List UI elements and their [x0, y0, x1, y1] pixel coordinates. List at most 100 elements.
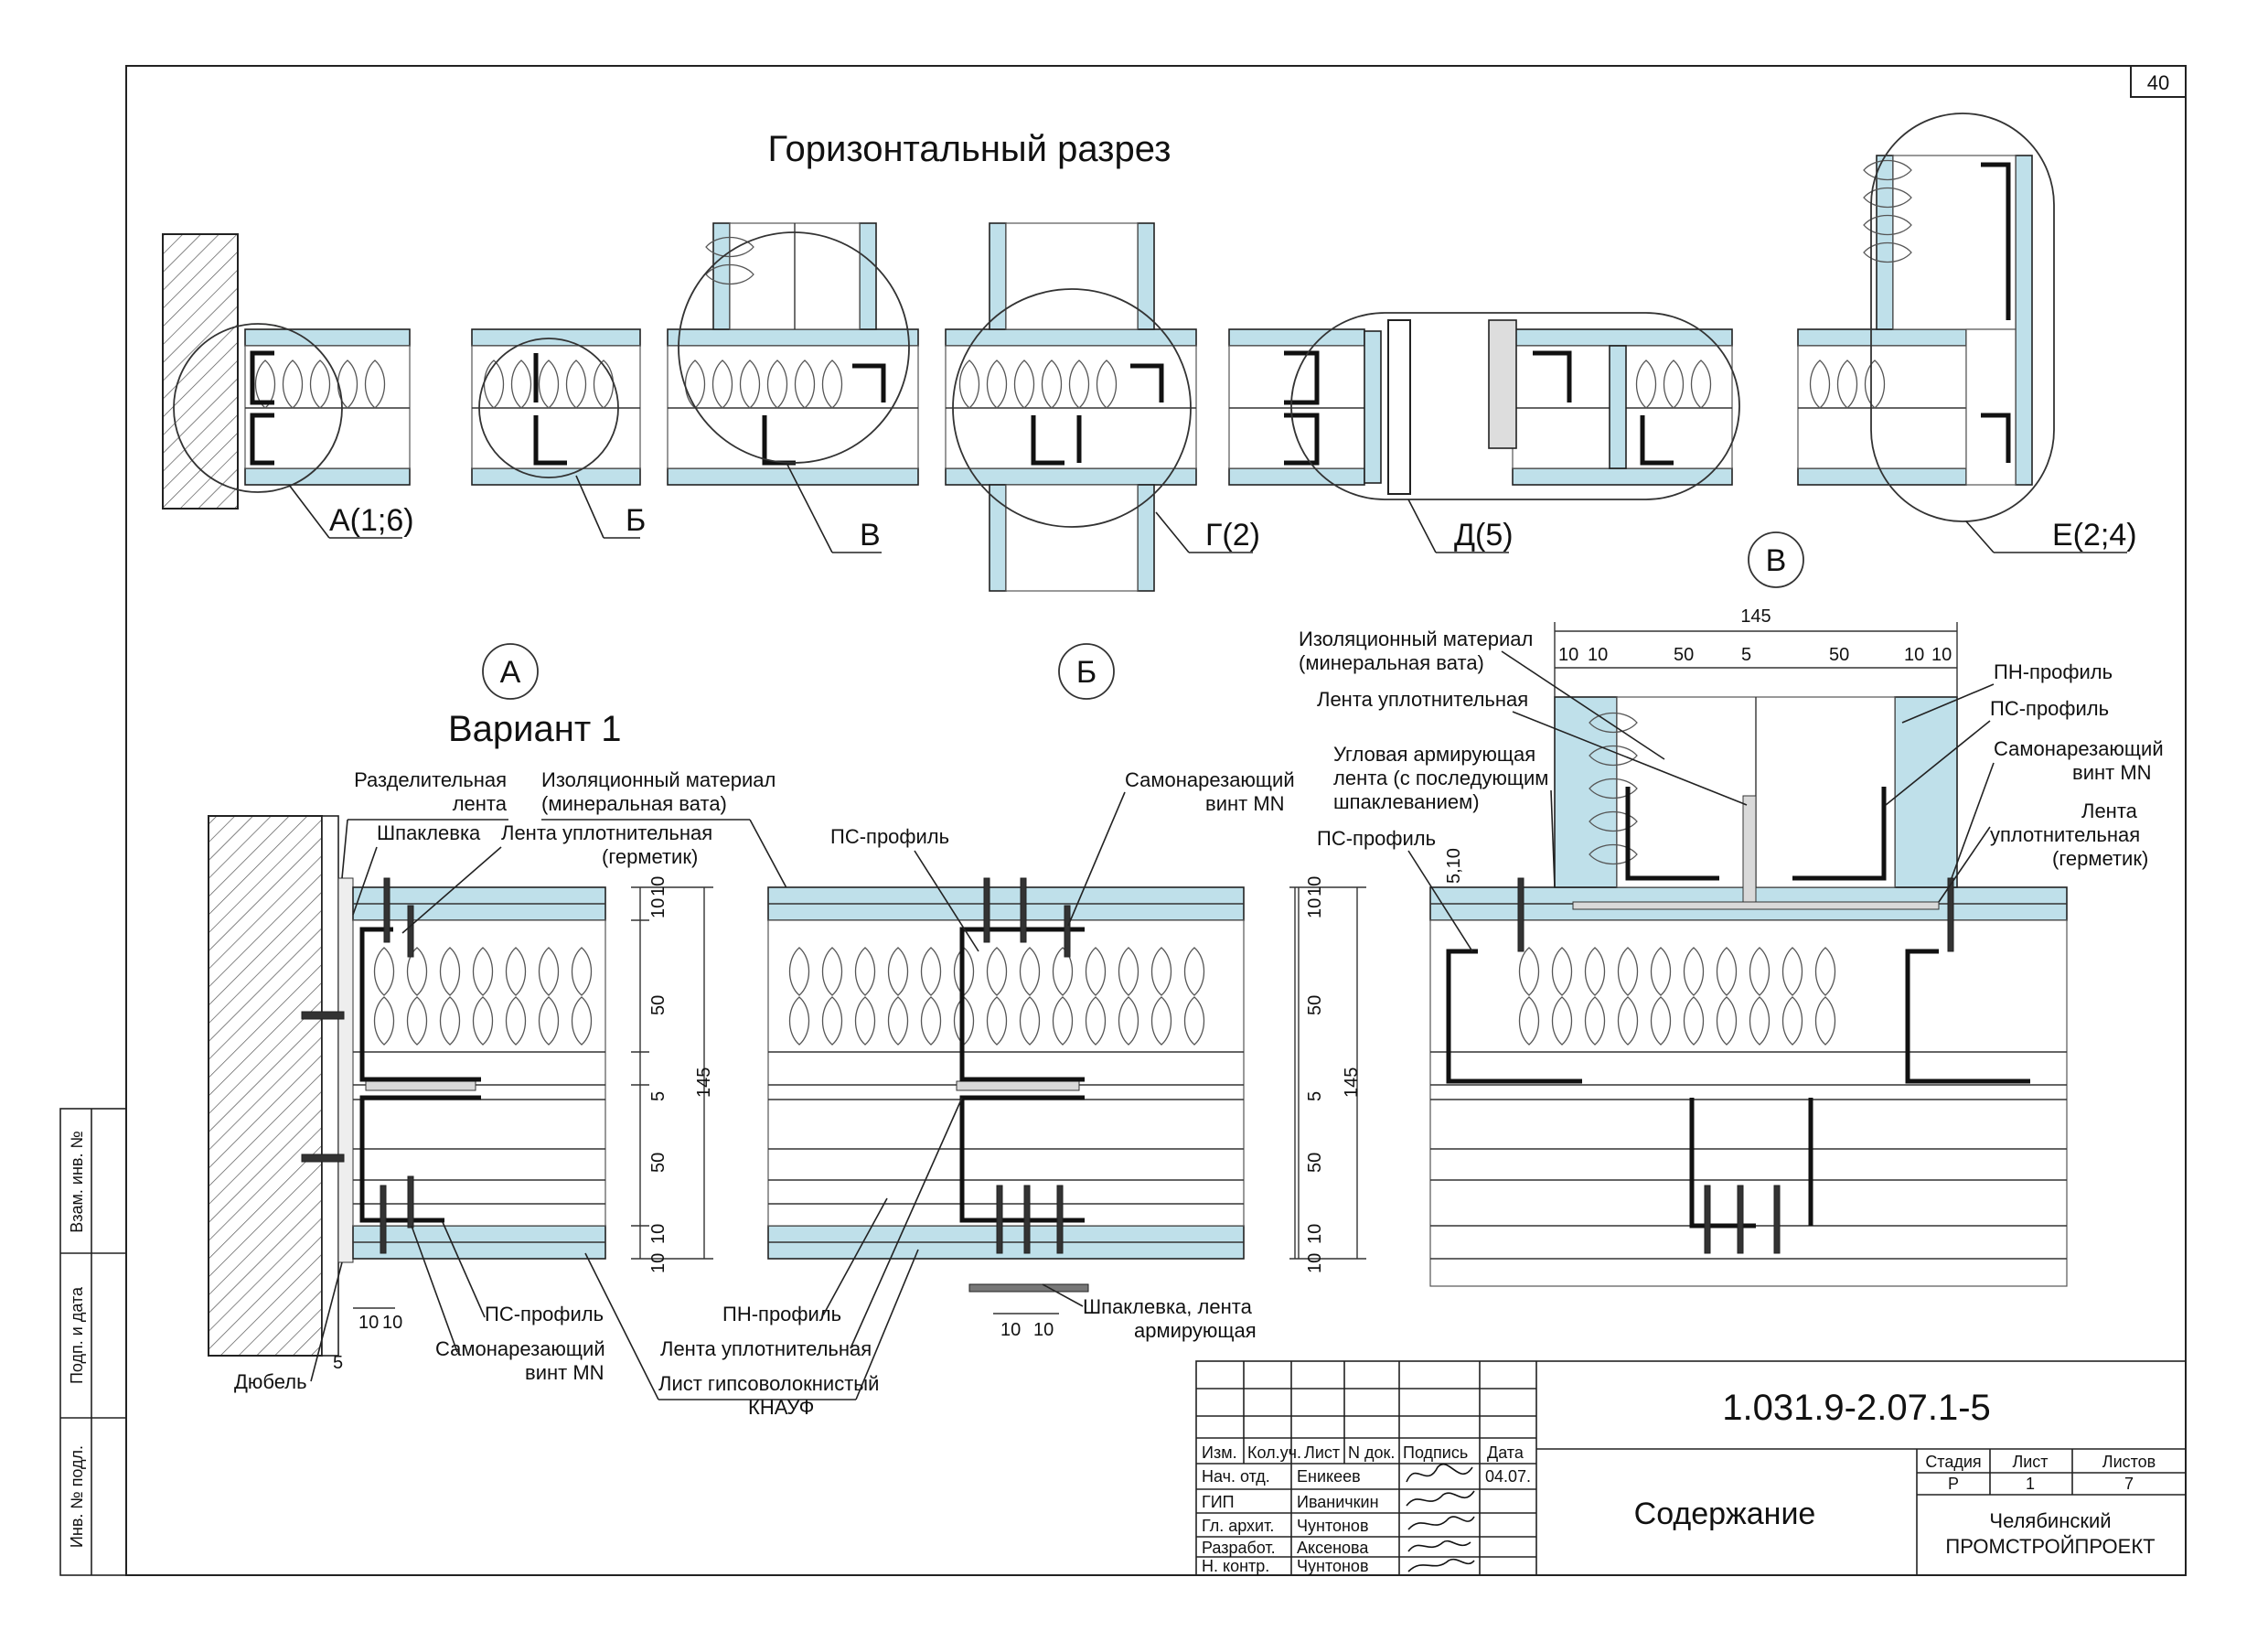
- stamp-h-data: Дата: [1487, 1443, 1524, 1462]
- lbl-lenta-uplot-v: Лента уплотнительная: [1317, 688, 1528, 711]
- lbl-pn-prof-v: ПН-профиль: [1994, 660, 2113, 683]
- lbl-izol-1: Изоляционный материал: [541, 768, 776, 791]
- dim-b-5: 5: [1305, 1091, 1325, 1101]
- stamp-name-0: Еникеев: [1297, 1467, 1361, 1486]
- stamp-h-izm: Изм.: [1202, 1443, 1237, 1462]
- node-label-b: Б: [626, 503, 646, 538]
- lbl-ps-prof-b: ПС-профиль: [830, 825, 949, 848]
- top-node-g: Г(2): [945, 222, 1260, 592]
- detail-marker-b-label: Б: [1076, 655, 1097, 690]
- lbl-izol-2: (минеральная вата): [541, 792, 727, 815]
- dim-b-h10a: 10: [1000, 1320, 1021, 1340]
- stamp-role-4: Н. контр.: [1202, 1557, 1269, 1575]
- stamp-stage-v2: 7: [2124, 1475, 2134, 1493]
- lbl-ugl-1: Угловая армирующая: [1333, 743, 1535, 766]
- stamp-h-ndok: N док.: [1348, 1443, 1395, 1462]
- dim-v-top-3: 5: [1741, 645, 1751, 665]
- dim-v-top-1: 10: [1588, 645, 1608, 665]
- stamp-name-1: Иваничкин: [1297, 1493, 1379, 1511]
- stamp-name-2: Чунтонов: [1297, 1517, 1369, 1535]
- stamp-stage-h1: Лист: [2012, 1453, 2048, 1471]
- lbl-samonar-a1: Самонарезающий: [435, 1337, 605, 1360]
- stamp-stage-v0: Р: [1948, 1475, 1959, 1493]
- signature-3: [1407, 1540, 1471, 1552]
- lbl-ps-prof-v: ПС-профиль: [1317, 827, 1436, 850]
- lbl-samonar-a2: винт MN: [525, 1361, 604, 1384]
- side-stamp-podp: Подп. и дата: [68, 1286, 86, 1384]
- stamp-role-2: Гл. архит.: [1202, 1517, 1274, 1535]
- dim-b-145: 145: [1342, 1068, 1362, 1098]
- lbl-izol-v1: Изоляционный материал: [1299, 628, 1533, 650]
- detail-marker-b: [1058, 643, 1115, 700]
- dim-a-10d: 10: [648, 1253, 669, 1273]
- top-node-d: Д(5): [1228, 312, 1740, 553]
- signature-1: [1406, 1490, 1475, 1507]
- lbl-lenta-uplot-g2: (герметик): [602, 845, 698, 868]
- sheet-number-box: [2130, 65, 2187, 98]
- lbl-razdel-2: лента: [453, 792, 508, 815]
- dim-a-5: 5: [648, 1091, 669, 1101]
- stamp-name-4: Чунтонов: [1297, 1557, 1369, 1575]
- stamp-stage-v1: 1: [2026, 1475, 2035, 1493]
- dim-b-50b: 50: [1305, 1153, 1325, 1173]
- lbl-dubel: Дюбель: [234, 1370, 307, 1393]
- dim-a-145: 145: [694, 1068, 714, 1098]
- dim-v-top-6: 10: [1931, 645, 1952, 665]
- dim-a-50a: 50: [648, 995, 669, 1015]
- detail-b: 10 10 ПС-профиль Самонарезающий винт MN …: [658, 768, 1366, 1419]
- stamp-h-kol: Кол.уч.: [1247, 1443, 1301, 1462]
- dim-b-h10b: 10: [1033, 1320, 1054, 1340]
- stamp-org-1: Челябинский: [1989, 1509, 2111, 1532]
- stamp-code: 1.031.9-2.07.1-5: [1722, 1388, 1991, 1428]
- stamp-h-podp: Подпись: [1403, 1443, 1468, 1462]
- lbl-ps-prof-a: ПС-профиль: [485, 1303, 604, 1325]
- lbl-samonar-b1: Самонарезающий: [1125, 768, 1295, 791]
- side-stamp: Взам. инв. № Подп. и дата Инв. № подл.: [59, 1108, 127, 1576]
- detail-marker-v: [1748, 531, 1804, 588]
- dim-v-top-4: 50: [1829, 645, 1849, 665]
- lbl-pn-prof-b: ПН-профиль: [722, 1303, 841, 1325]
- sheet-frame: [125, 65, 2187, 1576]
- dim-b-50a: 50: [1305, 995, 1325, 1015]
- node-label-a16: А(1;6): [329, 503, 414, 538]
- dim-a-50b: 50: [648, 1153, 669, 1173]
- top-node-b: Б: [471, 328, 646, 539]
- top-node-e: Е(2;4): [1797, 113, 2137, 553]
- stamp-role-1: ГИП: [1202, 1493, 1235, 1511]
- lbl-lenta-uplot-b: Лента уплотнительная: [660, 1337, 872, 1360]
- dim-a-10c: 10: [648, 1224, 669, 1244]
- dim-v-145: 145: [1740, 606, 1771, 627]
- side-stamp-vzam: Взам. инв. №: [68, 1131, 86, 1233]
- detail-v: 145 10 10 50 5 50 10 10 5,10 Изоляционны…: [1294, 606, 2164, 1287]
- variant-title: Вариант 1: [448, 709, 622, 749]
- lbl-lenta-v3: (герметик): [2052, 847, 2148, 870]
- lbl-izol-v2: (минеральная вата): [1299, 651, 1484, 674]
- lbl-razdel-1: Разделительная: [354, 768, 507, 791]
- stamp-role-3: Разработ.: [1202, 1539, 1276, 1557]
- lbl-shpakl-lenta-2: армирующая: [1134, 1319, 1257, 1342]
- lbl-lenta-v1: Лента: [2081, 799, 2138, 822]
- dim-v-top-5: 10: [1904, 645, 1924, 665]
- lbl-shpakl: Шпаклевка: [377, 821, 481, 844]
- lbl-lenta-uplot-g1: Лента уплотнительная: [501, 821, 712, 844]
- lbl-samonar-v1: Самонарезающий: [1994, 737, 2164, 760]
- lbl-ps-prof-v2: ПС-профиль: [1990, 697, 2109, 720]
- top-node-a: А(1;6): [162, 233, 414, 539]
- signature-2: [1407, 1516, 1475, 1530]
- dim-a-h5: 5: [333, 1353, 343, 1373]
- node-label-d5: Д(5): [1454, 518, 1514, 553]
- dim-b-10a: 10: [1305, 898, 1325, 918]
- node-label-e24: Е(2;4): [2052, 518, 2137, 553]
- dim-b-10d: 10: [1305, 1253, 1325, 1273]
- dim-a-10b: 10: [648, 876, 669, 896]
- sheet-number: 40: [2147, 71, 2169, 94]
- detail-a: 10 10 50 5 50 10 10 145 10 10 5 Разделит…: [208, 768, 861, 1400]
- lbl-list-gvl-1: Лист гипсоволокнистый: [658, 1372, 879, 1395]
- lbl-samonar-b2: винт MN: [1205, 792, 1285, 815]
- dim-v-510: 5,10: [1444, 848, 1464, 884]
- page-title: Горизонтальный разрез: [768, 129, 1171, 169]
- dim-b-10c: 10: [1305, 1224, 1325, 1244]
- stamp-org-2: ПРОМСТРОЙПРОЕКТ: [1945, 1535, 2155, 1558]
- dim-v-top-2: 50: [1674, 645, 1694, 665]
